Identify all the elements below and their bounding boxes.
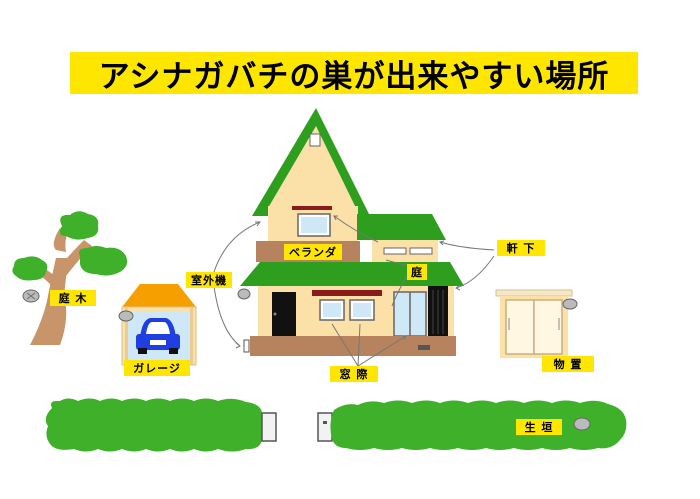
label-eaves: 軒 下 — [497, 240, 545, 256]
storage-shed — [495, 289, 578, 358]
hedge-right — [330, 400, 627, 450]
hedge-left — [45, 398, 262, 452]
label-hedge: 生 垣 — [516, 419, 562, 435]
garage — [118, 284, 197, 366]
label-garage: ガレージ — [124, 360, 190, 376]
page-title: アシナガバチの巣が出来やすい場所 — [98, 58, 610, 95]
label-window: 窓 際 — [330, 366, 378, 382]
label-storage: 物 置 — [542, 356, 594, 372]
label-veranda: ベランダ — [284, 244, 342, 260]
label-outdoor-unit: 室外機 — [186, 272, 232, 288]
label-garden: 庭 — [407, 264, 427, 280]
gate-post-right — [317, 412, 333, 442]
label-garden-tree: 庭 木 — [50, 290, 96, 306]
gate-post-left — [261, 412, 277, 442]
arrows — [213, 215, 495, 367]
garden-tree — [12, 211, 128, 345]
house — [237, 108, 464, 356]
hedge-nest — [573, 417, 591, 431]
title-banner: アシナガバチの巣が出来やすい場所 — [70, 52, 638, 95]
